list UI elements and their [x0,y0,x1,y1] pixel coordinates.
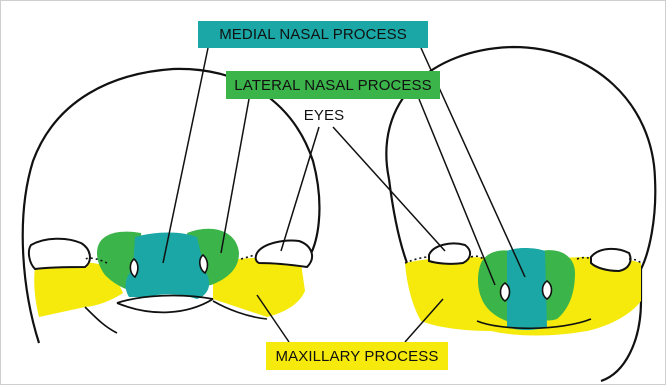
front-eye-right [256,241,312,268]
oblique-nostril-left [501,283,510,301]
leader-eyes-oblique [333,127,445,251]
leader-lateral-front [221,99,249,253]
medial-nasal-process-label: MEDIAL NASAL PROCESS [198,21,428,48]
leader-eyes-front [281,127,319,251]
lateral-nasal-process-label: LATERAL NASAL PROCESS [226,71,440,99]
eyes-label: EYES [293,107,355,127]
front-view [23,69,320,343]
front-nostril-left [130,259,138,277]
maxillary-process-label: MAXILLARY PROCESS [266,342,448,370]
oblique-medial-nasal [507,248,547,330]
oblique-eye-left [429,243,470,263]
oblique-eye-right [591,249,631,271]
oblique-nostril-right [543,281,552,299]
front-eye-left [29,239,90,269]
